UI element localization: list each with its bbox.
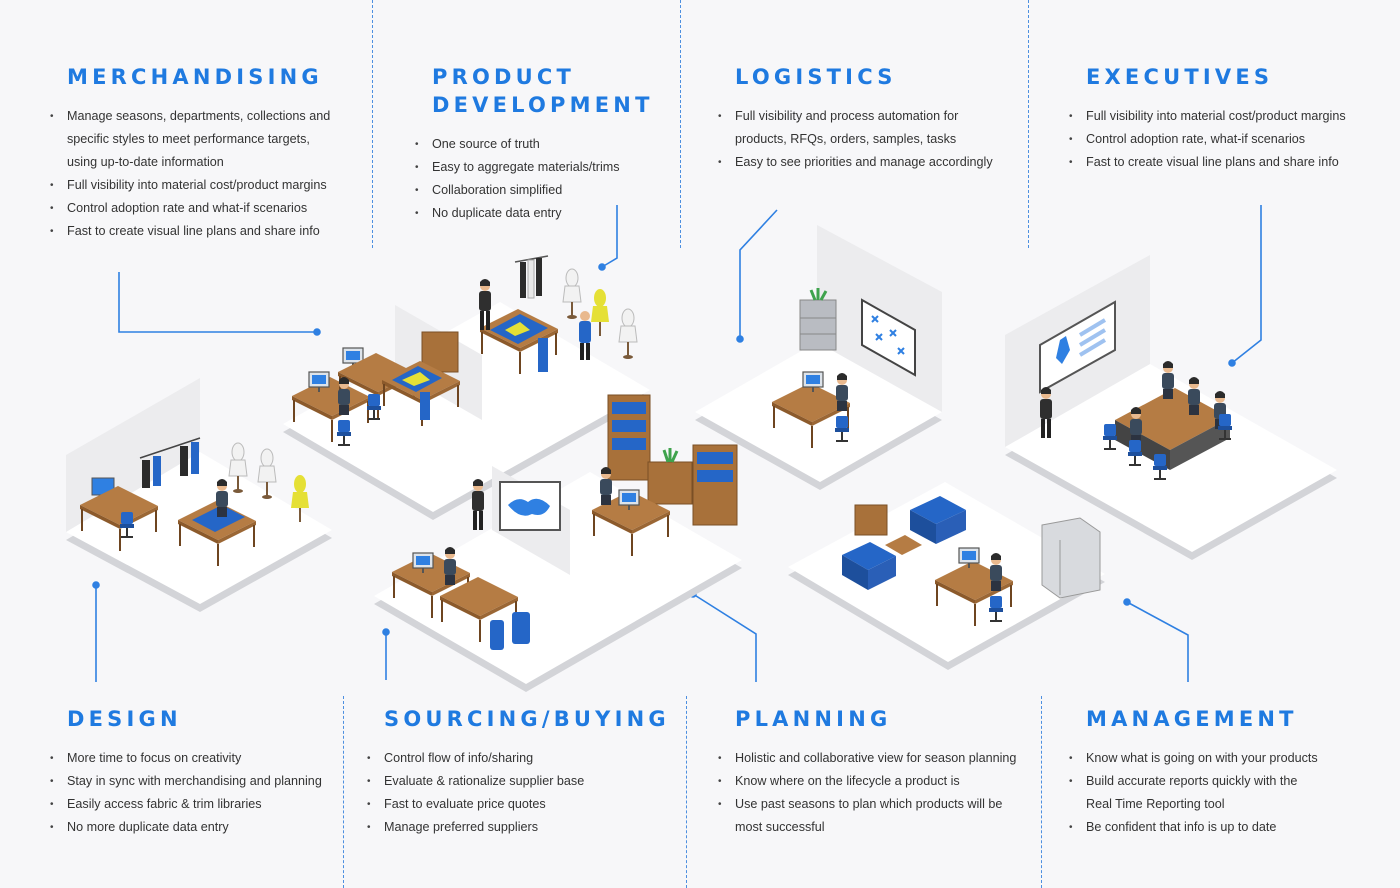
management-section: MANAGEMENT Know what is going on with yo… xyxy=(1069,705,1369,839)
list-item: Fast to evaluate price quotes xyxy=(367,793,677,816)
bullet-list: Full visibility and process automation f… xyxy=(718,105,1018,174)
top-separator-3 xyxy=(1028,0,1029,248)
section-title: MERCHANDISING xyxy=(67,65,323,89)
planning-section: PLANNING Holistic and collaborative view… xyxy=(718,705,1038,839)
bullet-list: Control flow of info/sharingEvaluate & r… xyxy=(367,747,677,839)
list-item: More time to focus on creativity xyxy=(50,747,340,770)
bullet-list: Manage seasons, departments, collections… xyxy=(50,105,350,243)
list-item: No duplicate data entry xyxy=(415,202,675,225)
connector-lines xyxy=(92,205,1262,682)
list-item: Manage seasons, departments, collections… xyxy=(50,105,350,128)
merchandising-section: MERCHANDISING Manage seasons, department… xyxy=(50,63,350,243)
list-item: One source of truth xyxy=(415,133,675,156)
list-item: most successful xyxy=(735,820,825,834)
list-item: Fast to create visual line plans and sha… xyxy=(50,220,350,243)
list-item: Use past seasons to plan which products … xyxy=(718,793,1038,816)
list-item: Full visibility into material cost/produ… xyxy=(50,174,350,197)
list-item: Control adoption rate and what-if scenar… xyxy=(50,197,350,220)
list-item: Collaboration simplified xyxy=(415,179,675,202)
bullet-list: Holistic and collaborative view for seas… xyxy=(718,747,1038,839)
management-room xyxy=(788,482,1105,670)
bullet-list: One source of truthEasy to aggregate mat… xyxy=(415,133,675,225)
bullet-list: Full visibility into material cost/produ… xyxy=(1069,105,1389,174)
list-item: Easy to see priorities and manage accord… xyxy=(718,151,1018,174)
list-item: using up-to-date information xyxy=(67,155,224,169)
list-item: Full visibility and process automation f… xyxy=(718,105,1018,128)
section-title: LOGISTICS xyxy=(735,65,897,89)
bottom-separator-3 xyxy=(1041,696,1042,888)
list-item: Stay in sync with merchandising and plan… xyxy=(50,770,340,793)
list-item: Holistic and collaborative view for seas… xyxy=(718,747,1038,770)
merchandising-room xyxy=(283,255,650,520)
list-item: Build accurate reports quickly with the xyxy=(1069,770,1369,793)
list-item: Manage preferred suppliers xyxy=(367,816,677,839)
bottom-separator-1 xyxy=(343,696,344,888)
list-item: Control adoption rate, what-if scenarios xyxy=(1069,128,1389,151)
top-separator-1 xyxy=(372,0,373,248)
section-title: DESIGN xyxy=(67,707,182,731)
list-item: Be confident that info is up to date xyxy=(1069,816,1369,839)
list-item: Full visibility into material cost/produ… xyxy=(1069,105,1389,128)
list-item: Know what is going on with your products xyxy=(1069,747,1369,770)
section-title: EXECUTIVES xyxy=(1086,65,1274,89)
bullet-list: More time to focus on creativityStay in … xyxy=(50,747,340,839)
list-item: Fast to create visual line plans and sha… xyxy=(1069,151,1389,174)
section-title: MANAGEMENT xyxy=(1086,707,1298,731)
list-item: Know where on the lifecycle a product is xyxy=(718,770,1038,793)
list-item: Easily access fabric & trim libraries xyxy=(50,793,340,816)
executives-room xyxy=(1005,255,1337,560)
list-item: Evaluate & rationalize supplier base xyxy=(367,770,677,793)
logistics-section: LOGISTICS Full visibility and process au… xyxy=(718,63,1018,174)
sourcing-room xyxy=(374,394,742,692)
top-separator-2 xyxy=(680,0,681,248)
logistics-room xyxy=(695,225,942,490)
list-item: Real Time Reporting tool xyxy=(1086,797,1225,811)
list-item: products, RFQs, orders, samples, tasks xyxy=(735,132,957,146)
design-room xyxy=(66,378,332,612)
list-item: No more duplicate data entry xyxy=(50,816,340,839)
design-section: DESIGN More time to focus on creativityS… xyxy=(50,705,340,839)
product-development-section: PRODUCT DEVELOPMENT One source of truthE… xyxy=(415,63,675,225)
list-item: specific styles to meet performance targ… xyxy=(67,132,310,146)
bullet-list: Know what is going on with your products… xyxy=(1069,747,1369,839)
section-title: PLANNING xyxy=(735,707,892,731)
sourcing-buying-section: SOURCING/BUYING Control flow of info/sha… xyxy=(367,705,677,839)
list-item: Control flow of info/sharing xyxy=(367,747,677,770)
section-title-line1: PRODUCT xyxy=(432,65,576,89)
section-title-line2: DEVELOPMENT xyxy=(432,93,654,117)
bottom-separator-2 xyxy=(686,696,687,888)
executives-section: EXECUTIVES Full visibility into material… xyxy=(1069,63,1389,174)
section-title: SOURCING/BUYING xyxy=(384,707,670,731)
list-item: Easy to aggregate materials/trims xyxy=(415,156,675,179)
